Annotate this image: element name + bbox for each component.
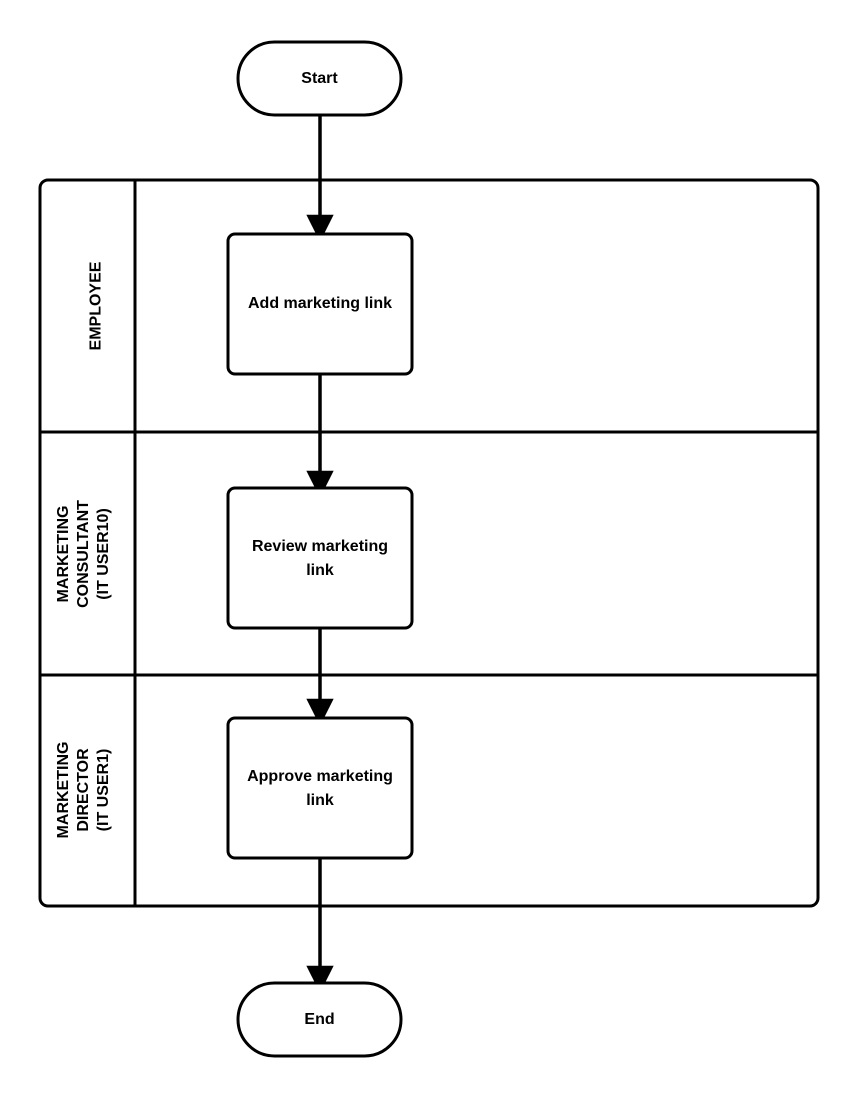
task-approve-marketing-link-box[interactable]: [226, 716, 414, 860]
task-add-marketing-link-box[interactable]: [226, 232, 414, 376]
lane-employee-label-line-0: EMPLOYEE: [88, 261, 105, 350]
task-review-marketing-link-box[interactable]: [226, 486, 414, 630]
start-node-label: Start: [301, 70, 338, 87]
task-approve-marketing-link-label-line-0: Approve marketing: [247, 768, 393, 785]
lane-marketing-consultant[interactable]: MARKETING CONSULTANT (IT USER10) Review …: [55, 486, 414, 630]
lane-marketing-director[interactable]: MARKETING DIRECTOR (IT USER1) Approve ma…: [55, 716, 414, 860]
end-node-shape[interactable]: [236, 981, 403, 1058]
end-node[interactable]: End: [236, 981, 403, 1058]
start-node[interactable]: Start: [236, 40, 403, 117]
end-node-label: End: [304, 1011, 334, 1028]
task-add-marketing-link[interactable]: Add marketing link: [226, 232, 414, 376]
task-approve-marketing-link[interactable]: Approve marketing link: [226, 716, 414, 860]
lane-marketing-consultant-label: MARKETING CONSULTANT (IT USER10): [55, 500, 112, 608]
lane-marketing-director-label-line-0: MARKETING: [55, 742, 72, 839]
swimlane-container: [38, 178, 820, 908]
task-review-marketing-link[interactable]: Review marketing link: [226, 486, 414, 630]
lane-marketing-director-label: MARKETING DIRECTOR (IT USER1): [55, 742, 112, 839]
lane-marketing-consultant-label-line-1: CONSULTANT: [75, 500, 92, 608]
task-approve-marketing-link-label-line-1: link: [306, 792, 334, 809]
lane-employee-label: EMPLOYEE: [88, 261, 105, 350]
task-add-marketing-link-label: Add marketing link: [248, 295, 392, 312]
lane-marketing-consultant-label-line-2: (IT USER10): [95, 508, 112, 600]
lane-employee[interactable]: EMPLOYEE Add marketing link: [88, 232, 414, 376]
lane-marketing-director-label-line-1: DIRECTOR: [75, 748, 92, 832]
task-review-marketing-link-label-line-0: Review marketing: [252, 538, 388, 555]
lane-marketing-consultant-label-line-0: MARKETING: [55, 506, 72, 603]
lane-marketing-director-label-line-2: (IT USER1): [95, 749, 112, 832]
task-review-marketing-link-label-line-1: link: [306, 562, 334, 579]
start-node-shape[interactable]: [236, 40, 403, 117]
